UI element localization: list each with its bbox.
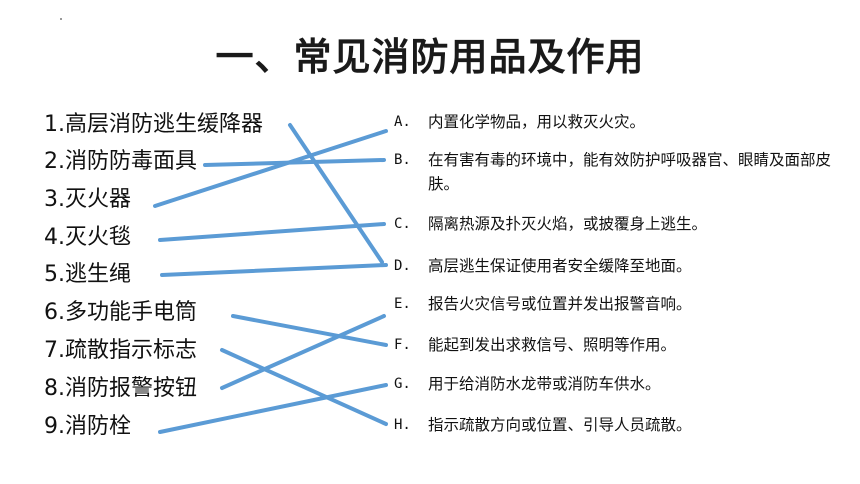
right-item-text: 能起到发出求救信号、照明等作用。: [428, 336, 677, 354]
right-item-text: 用于给消防水龙带或消防车供水。: [428, 375, 661, 393]
right-item-b: B. 在有害有毒的环境中，能有效防护呼吸器官、眼睛及面部皮肤。: [394, 148, 840, 196]
right-item-d: D. 高层逃生保证使用者安全缓降至地面。: [394, 254, 840, 278]
match-line-5-d: [160, 263, 388, 277]
right-item-c: C. 隔离热源及扑灭火焰，或披覆身上逃生。: [394, 212, 840, 236]
left-item-7: 7.疏散指示标志: [44, 338, 197, 363]
left-item-8: 8.消防报警按钮: [44, 376, 197, 401]
match-line-4-c: [158, 222, 386, 242]
match-line-6-f: [231, 314, 388, 347]
left-item-4: 4.灭火毯: [44, 225, 131, 250]
right-item-a: A. 内置化学物品，用以救灭火灾。: [394, 110, 840, 134]
right-item-letter: H.: [394, 417, 411, 433]
decorative-dot: [60, 18, 62, 20]
right-item-e: E. 报告火灾信号或位置并发出报警音响。: [394, 292, 840, 316]
right-item-text: 在有害有毒的环境中，能有效防护呼吸器官、眼睛及面部皮肤。: [428, 151, 832, 193]
right-item-letter: A.: [394, 114, 411, 130]
right-item-letter: D.: [394, 258, 411, 274]
match-line-2-b: [203, 158, 386, 167]
right-item-text: 内置化学物品，用以救灭火灾。: [428, 113, 646, 131]
right-item-h: H. 指示疏散方向或位置、引导人员疏散。: [394, 413, 840, 437]
left-item-1: 1.高层消防逃生缓降器: [44, 112, 263, 137]
right-item-text: 报告火灾信号或位置并发出报警音响。: [428, 295, 692, 313]
right-item-g: G. 用于给消防水龙带或消防车供水。: [394, 372, 840, 396]
page-title: 一、常见消防用品及作用: [215, 35, 645, 79]
match-line-1-d: [288, 123, 384, 264]
right-item-text: 隔离热源及扑灭火焰，或披覆身上逃生。: [428, 215, 708, 233]
left-item-2: 2.消防防毒面具: [44, 149, 197, 174]
right-item-text: 高层逃生保证使用者安全缓降至地面。: [428, 257, 692, 275]
match-line-8-e: [220, 314, 386, 390]
left-item-3: 3.灭火器: [44, 187, 131, 212]
left-item-6: 6.多功能手电筒: [44, 300, 197, 325]
left-item-5: 5.逃生绳: [44, 262, 131, 287]
right-item-letter: B.: [394, 152, 411, 168]
right-item-letter: F.: [394, 337, 411, 353]
right-item-letter: C.: [394, 216, 411, 232]
left-item-9: 9.消防栓: [44, 414, 131, 439]
right-item-letter: G.: [394, 376, 411, 392]
right-item-f: F. 能起到发出求救信号、照明等作用。: [394, 333, 840, 357]
match-line-7-h: [220, 348, 388, 426]
right-item-letter: E.: [394, 296, 411, 312]
right-item-text: 指示疏散方向或位置、引导人员疏散。: [428, 416, 692, 434]
